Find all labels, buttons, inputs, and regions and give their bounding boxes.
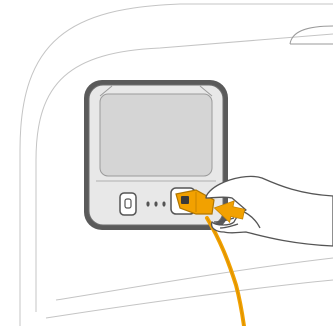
cable-icon — [207, 218, 244, 326]
usb-port-icon — [120, 193, 136, 215]
